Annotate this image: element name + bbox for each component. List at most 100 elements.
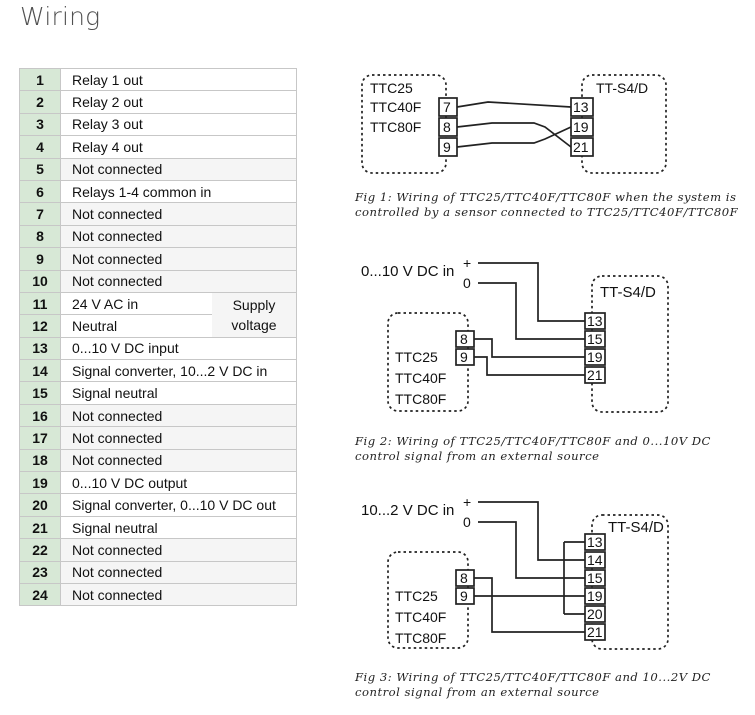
fig3-terminal-label: 13	[587, 534, 603, 550]
fig1-terminal-label: 7	[443, 99, 451, 115]
fig1-wire	[456, 122, 572, 148]
terminal-description: 0...10 V DC output	[60, 471, 297, 495]
terminal-number: 12	[19, 314, 61, 338]
fig1-controller-box	[361, 74, 447, 174]
terminal-number: 2	[19, 90, 61, 114]
terminal-description: Signal neutral	[60, 381, 297, 405]
terminal-description: Neutral	[60, 314, 212, 338]
fig2-terminal-label: 8	[460, 331, 468, 347]
terminal-description: 24 V AC in	[60, 291, 212, 316]
fig2-zero-label: 0	[463, 275, 471, 291]
fig1-caption: Fig 1: Wiring of TTC25/TTC40F/TTC80F whe…	[355, 190, 738, 220]
fig2-wire	[478, 282, 585, 340]
fig3-controller-label: TTC25	[395, 588, 438, 604]
fig2-unit-box	[591, 275, 669, 413]
terminal-number: 24	[19, 582, 61, 607]
fig3-controller-label: TTC40F	[395, 609, 446, 625]
terminal-description: Signal neutral	[60, 515, 297, 540]
terminal-number: 13	[19, 336, 61, 361]
fig1-terminal-label: 9	[443, 139, 451, 155]
terminal-number: 15	[19, 381, 61, 405]
terminal-number: 17	[19, 426, 61, 450]
fig2-terminal-label: 9	[460, 349, 468, 365]
fig3-terminal-label: 15	[587, 570, 603, 586]
fig1-unit-label: TT-S4/D	[596, 80, 648, 96]
fig1-terminal-label: 19	[573, 119, 589, 135]
terminal-description: Not connected	[60, 403, 297, 428]
fig3-terminal-label: 9	[460, 588, 468, 604]
terminal-number: 6	[19, 179, 61, 204]
terminal-description: Not connected	[60, 560, 297, 584]
fig1-wire	[456, 101, 572, 108]
fig2-terminal-label: 15	[587, 331, 603, 347]
fig1-caption-line1: Fig 1: Wiring of TTC25/TTC40F/TTC80F whe…	[355, 190, 737, 204]
terminal-description: Signal converter, 10...2 V DC in	[60, 359, 297, 383]
fig3-wire	[478, 521, 585, 579]
terminal-number: 18	[19, 448, 61, 473]
terminal-number: 14	[19, 359, 61, 383]
terminal-description: Relay 2 out	[60, 90, 297, 114]
terminal-number: 16	[19, 403, 61, 428]
fig2-wire	[474, 356, 585, 376]
terminal-description: Signal converter, 0...10 V DC out	[60, 493, 297, 517]
supply-note-line2: voltage	[231, 316, 277, 333]
terminal-description: Not connected	[60, 247, 297, 271]
fig3-plus-label: +	[463, 494, 471, 510]
fig3-diagram	[387, 501, 669, 650]
fig2-plus-label: +	[463, 255, 471, 271]
fig2-caption: Fig 2: Wiring of TTC25/TTC40F/TTC80F and…	[355, 434, 711, 464]
fig2-diagram	[387, 262, 669, 413]
fig3-caption-line2: control signal from an external source	[355, 685, 600, 699]
fig2-source-label: 0...10 V DC in	[361, 263, 454, 280]
terminal-description: Not connected	[60, 448, 297, 473]
fig2-controller-label: TTC40F	[395, 370, 446, 386]
fig1-controller-label: TTC25	[370, 80, 413, 96]
fig2-caption-line2: control signal from an external source	[355, 449, 600, 463]
terminal-description: Not connected	[60, 582, 297, 607]
fig3-controller-box	[387, 551, 469, 649]
fig2-unit-label: TT-S4/D	[600, 284, 656, 301]
fig2-controller-label: TTC80F	[395, 391, 446, 407]
terminal-number: 10	[19, 269, 61, 293]
terminal-number: 20	[19, 493, 61, 517]
fig3-terminal-label: 20	[587, 606, 603, 622]
fig3-controller-label: TTC80F	[395, 630, 446, 646]
fig3-caption-line1: Fig 3: Wiring of TTC25/TTC40F/TTC80F and…	[355, 670, 711, 684]
fig3-terminal-label: 14	[587, 552, 603, 568]
fig1-diagram	[361, 74, 667, 174]
terminal-description: Not connected	[60, 269, 297, 293]
fig3-zero-label: 0	[463, 514, 471, 530]
fig1-caption-line2: controlled by a sensor connected to TTC2…	[355, 205, 739, 219]
fig2-terminal-label: 19	[587, 349, 603, 365]
fig2-wire	[474, 338, 585, 358]
terminal-number: 4	[19, 135, 61, 159]
fig1-controller-label: TTC80F	[370, 119, 421, 135]
page-title: Wiring	[20, 2, 101, 31]
terminal-description: Not connected	[60, 157, 297, 181]
fig3-caption: Fig 3: Wiring of TTC25/TTC40F/TTC80F and…	[355, 670, 711, 700]
fig2-wire	[478, 262, 585, 322]
terminal-number: 11	[19, 291, 61, 316]
terminal-number: 19	[19, 471, 61, 495]
terminal-number: 5	[19, 157, 61, 181]
fig3-wire	[474, 577, 585, 633]
terminal-description: Not connected	[60, 426, 297, 450]
fig1-terminal-label: 8	[443, 119, 451, 135]
fig2-caption-line1: Fig 2: Wiring of TTC25/TTC40F/TTC80F and…	[355, 434, 711, 448]
